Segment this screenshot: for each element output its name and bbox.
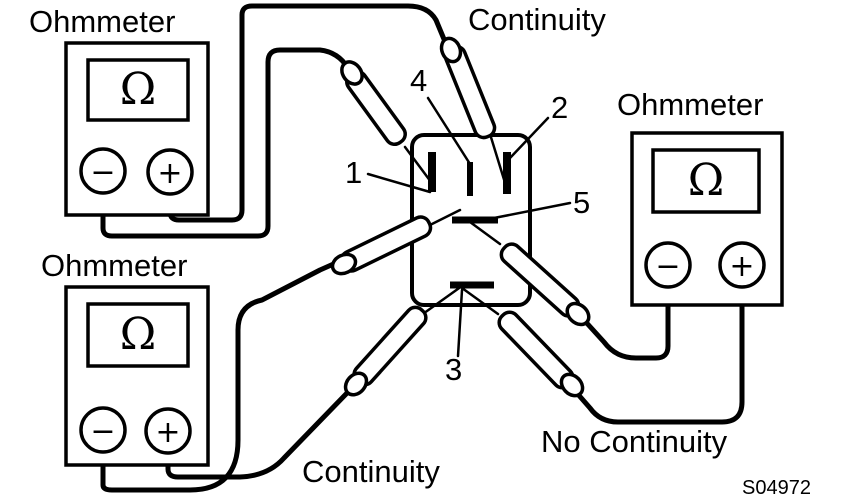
ohmmeter-bottom-left-label: Ohmmeter [41, 248, 187, 283]
terminal-1-label: 1 [345, 155, 362, 190]
terminal-leaders [366, 96, 572, 358]
ohmmeter-bottom-left-display [86, 302, 190, 368]
terminal-3-label: 3 [445, 352, 462, 387]
ohmmeter-top-left-display [86, 58, 190, 122]
no-continuity-label: No Continuity [541, 424, 728, 459]
plus-icon: + [155, 415, 180, 450]
minus-icon: − [90, 155, 115, 190]
ohmmeter-right-display [651, 148, 761, 214]
terminal-5-leader [492, 201, 572, 220]
terminal-2-leader [508, 116, 550, 160]
ohmmeter-bottom-left-plus-jack [144, 407, 192, 455]
ohmmeter-top-left-minus-jack [79, 147, 127, 195]
probe-terminal-5-right-tip [468, 220, 502, 246]
probe-terminal-3-left-tip [418, 284, 464, 318]
ohm-symbol-icon: Ω [120, 309, 156, 360]
probe-terminal-1-tip [403, 145, 436, 188]
ohm-symbol-icon: Ω [688, 155, 724, 206]
terminal-1-leader [366, 172, 432, 194]
wire-topleft-minus [100, 47, 351, 239]
probe-terminal-1-cap [340, 60, 364, 86]
ohmmeter-right-minus-jack [644, 241, 692, 289]
probe-terminal-5-right [468, 220, 591, 327]
probe-terminal-3-right-tip [460, 286, 500, 316]
probe-terminal-3-right-cap [559, 372, 585, 398]
probes [330, 36, 591, 398]
terminal-2-label: 2 [551, 90, 568, 125]
probe-terminal-3-left [343, 284, 464, 397]
wire-right-minus [581, 284, 671, 361]
ohmmeter-right-label: Ohmmeter [617, 87, 763, 122]
plus-icon: + [729, 249, 754, 284]
probe-terminal-5-left-tip [426, 208, 462, 228]
terminal-5-label: 5 [573, 185, 590, 220]
relay [410, 133, 532, 307]
ohmmeter-bottom-left: Ω − + [64, 285, 210, 467]
probe-terminal-2-cap [439, 36, 463, 64]
probe-terminal-3-right [460, 286, 585, 398]
probe-terminal-5-left [330, 208, 462, 276]
probe-terminal-2-tip [488, 132, 508, 188]
ohmmeter-bottom-left-minus-jack [79, 406, 127, 454]
continuity-top-label: Continuity [468, 2, 606, 37]
wire-right-plus [573, 283, 745, 425]
terminal-numbers: 1 2 3 4 5 [345, 63, 590, 387]
figure-code-label: S04972 [742, 477, 811, 499]
terminal-4-label: 4 [410, 63, 427, 98]
ohmmeter-top-left: Ω − + [64, 41, 210, 217]
terminal-3-leader [456, 288, 464, 358]
probe-terminal-5-right-cap [565, 301, 591, 327]
minus-icon: − [655, 249, 680, 284]
ohmmeter-right: Ω − + [630, 131, 784, 307]
ohmmeter-top-left-plus-jack [146, 148, 194, 196]
ohmmeter-right-plus-jack [718, 241, 766, 289]
probe-terminal-2 [439, 36, 508, 188]
terminal-4-leader [426, 96, 472, 166]
probe-terminal-5-left-cap [330, 252, 358, 276]
probe-terminal-3-left-cap [343, 371, 369, 397]
continuity-bottom-label: Continuity [302, 454, 440, 489]
probe-terminal-1 [340, 60, 436, 188]
minus-icon: − [90, 414, 115, 449]
ohmmeter-top-left-label: Ohmmeter [29, 4, 175, 39]
wire-topleft-plus [167, 3, 449, 223]
ohm-symbol-icon: Ω [120, 64, 156, 115]
plus-icon: + [157, 156, 182, 191]
labels: Ohmmeter Continuity Ohmmeter Ohmmeter No… [29, 2, 811, 499]
wires [100, 3, 745, 493]
wire-bottomleft-plus [165, 389, 351, 480]
